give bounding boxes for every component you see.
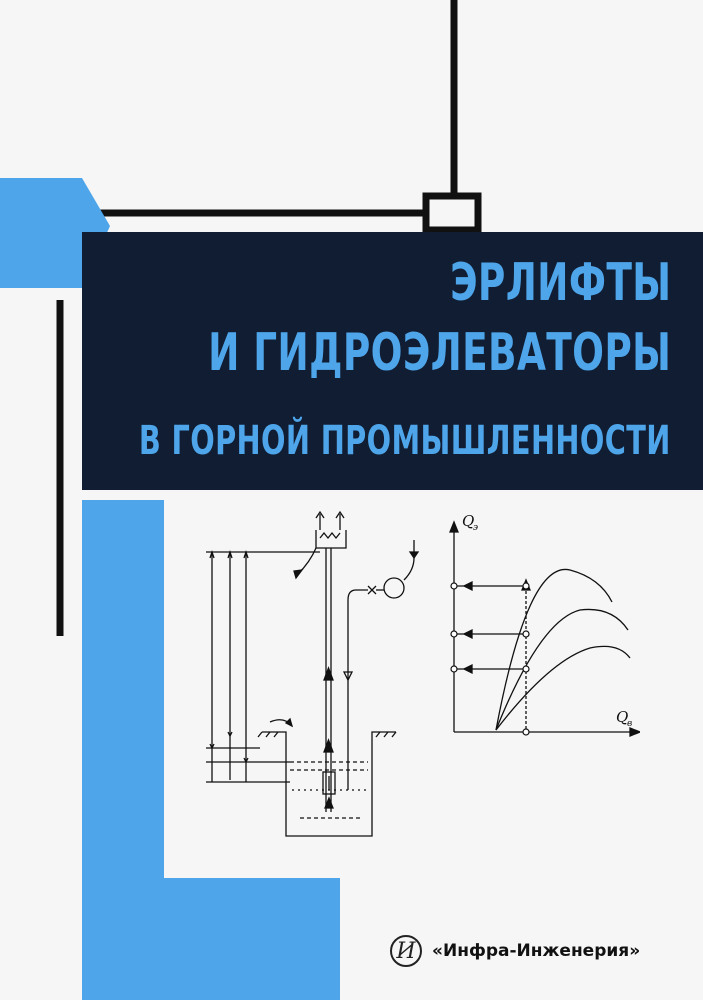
title-band xyxy=(82,232,703,490)
blue-l-shape-horizontal xyxy=(82,878,340,1000)
title-line-2: И ГИДРОЭЛЕВАТОРЫ xyxy=(207,323,671,383)
title-line-3: В ГОРНОЙ ПРОМЫШЛЕННОСТИ xyxy=(139,418,671,464)
title-line-1: ЭРЛИФТЫ xyxy=(449,253,671,313)
graph-x-sub: в xyxy=(627,719,632,729)
publisher-name: «Инфра-Инженерия» xyxy=(432,941,641,961)
graph-y-label: Q xyxy=(462,512,474,530)
graph-y-sub: э xyxy=(473,523,478,533)
performance-graph: Q э Q в xyxy=(449,512,640,737)
airlift-schematic-diagram xyxy=(206,510,420,837)
publisher-block: И «Инфра-Инженерия» xyxy=(390,928,690,974)
graph-x-label: Q xyxy=(616,708,628,726)
publisher-logo-icon: И xyxy=(390,935,422,967)
blue-l-shape-vertical xyxy=(82,500,164,880)
